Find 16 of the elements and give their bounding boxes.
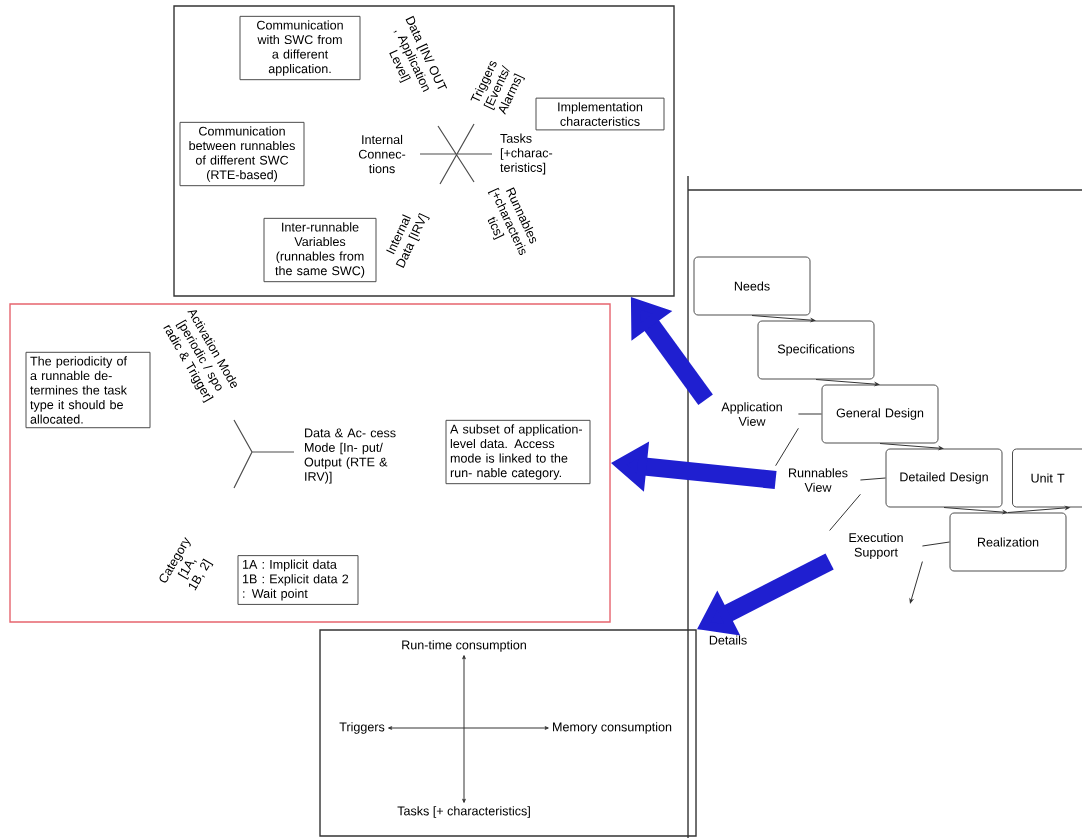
arrow — [879, 443, 944, 450]
connector-line — [829, 493, 861, 531]
arrow — [751, 315, 816, 322]
arrow — [1007, 506, 1070, 513]
arrow — [909, 561, 923, 604]
arrow — [815, 379, 880, 386]
panel — [173, 5, 675, 297]
arrow — [943, 507, 1008, 514]
arrow — [462, 655, 466, 803]
connector-line — [797, 413, 822, 415]
connector-line — [921, 541, 950, 547]
connector-line — [775, 427, 799, 467]
connector-line — [859, 477, 886, 481]
panel — [9, 303, 611, 623]
panel — [319, 629, 697, 837]
arrow — [388, 726, 549, 730]
